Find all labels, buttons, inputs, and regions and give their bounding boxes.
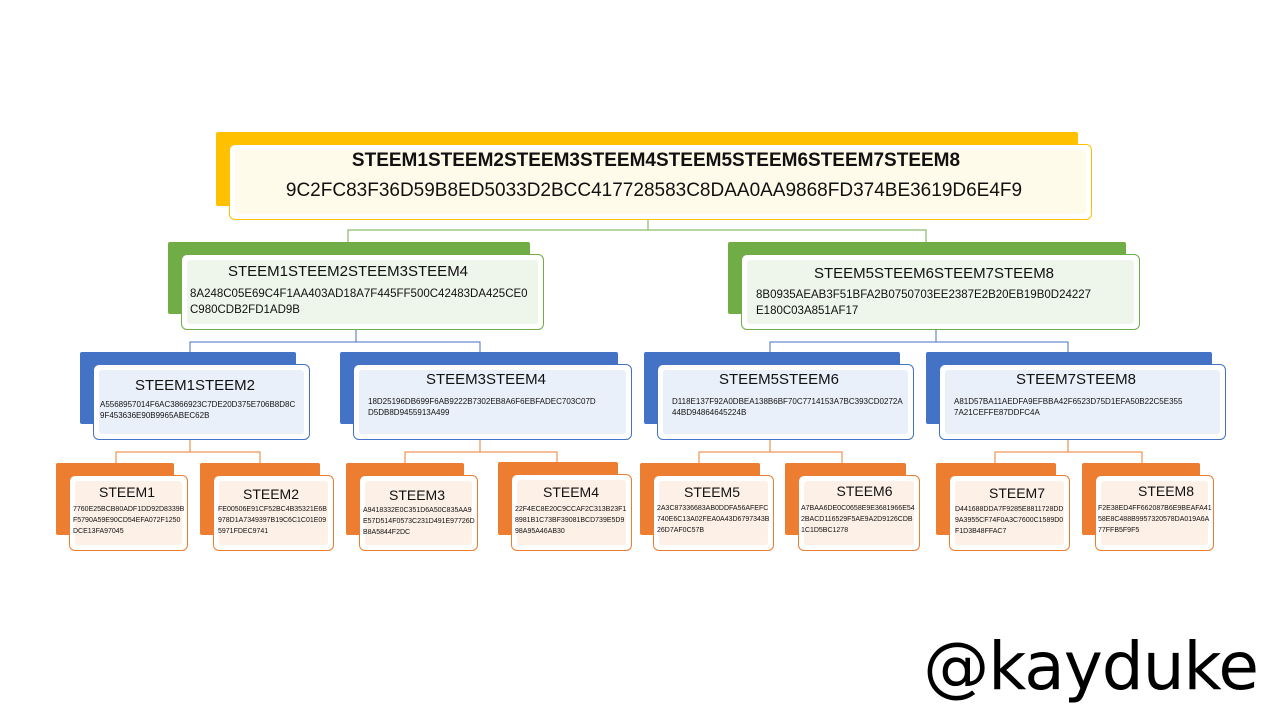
level2-title-3: STEEM5STEEM6 [718,371,840,388]
leaf-hash-3: A9418332E0C351D6A50C835AA9E57D514F0573C2… [363,507,475,536]
leaf-node-1: STEEM1 7760E25BCB80ADF1DD92D8339BF5790A5… [56,463,188,551]
level1-hash-right: 8B0935AEAB3F51BFA2B0750703EE2387E2B20EB1… [756,289,1092,317]
leaf-node-8: STEEM8 F2E38ED4FF662087B6E9BEAFA4158E8C4… [1082,463,1214,551]
level1-title-right: STEEM5STEEM6STEEM7STEEM8 [813,265,1055,282]
level2-node-3: STEEM5STEEM6 D118E137F92A0DBEA138B6BF70C… [644,352,914,440]
leaf-hash-2: FE00506E91CF52BC4B35321E6B978D1A7349397B… [218,506,327,535]
leaf-node-2: STEEM2 FE00506E91CF52BC4B35321E6B978D1A7… [200,463,334,551]
root-card [229,144,1092,220]
leaf-node-7: STEEM7 D441688DDA7F9285E8811728DD9A3955C… [936,463,1070,551]
level2-title-4: STEEM7STEEM8 [1015,371,1137,388]
leaf-title-6: STEEM6 [836,483,893,499]
leaf-hash-6: A7BAA6DE0C0658E9E3681966E542BACD116529F5… [801,505,915,534]
leaf-title-5: STEEM5 [683,484,740,500]
leaf-title-1: STEEM1 [98,484,155,500]
level2-title-2: STEEM3STEEM4 [425,371,547,388]
root-title: STEEM1STEEM2STEEM3STEEM4STEEM5STEEM6STEE… [351,150,961,171]
leaf-hash-8: F2E38ED4FF662087B6E9BEAFA4158E8C488B9957… [1098,505,1212,534]
level2-hash-2: 18D25196DB699F6AB9222B7302EB8A6F6EBFADEC… [368,397,596,417]
leaf-node-4: STEEM4 22F4EC8E20C9CCAF2C313B23F18981B1C… [498,462,632,551]
leaf-hash-1: 7760E25BCB80ADF1DD92D8339BF5790A59E90CD5… [73,506,185,535]
leaf-title-7: STEEM7 [988,485,1045,501]
leaf-hash-7: D441688DDA7F9285E8811728DD9A3955CF74F0A3… [955,506,1064,535]
leaf-node-3: STEEM3 A9418332E0C351D6A50C835AA9E57D514… [346,463,478,551]
level2-node-2: STEEM3STEEM4 18D25196DB699F6AB9222B7302E… [340,352,632,440]
level2-hash-4: A81D57BA11AEDFA9EFBBA42F6523D75D1EFA50B2… [954,397,1183,417]
leaf-node-6: STEEM6 A7BAA6DE0C0658E9E3681966E542BACD1… [785,463,920,551]
root-hash: 9C2FC83F36D59B8ED5033D2BCC417728583C8DAA… [285,180,1023,201]
leaf-title-4: STEEM4 [542,484,599,500]
level2-hash-3: D118E137F92A0DBEA138B6BF70C7714153A7BC39… [672,397,903,417]
level1-title-left: STEEM1STEEM2STEEM3STEEM4 [227,263,469,280]
author-watermark: @kayduke [923,628,1259,705]
root-node: STEEM1STEEM2STEEM3STEEM4STEEM5STEEM6STEE… [216,132,1092,222]
level2-node-4: STEEM7STEEM8 A81D57BA11AEDFA9EFBBA42F652… [926,352,1226,440]
level1-node-left: STEEM1STEEM2STEEM3STEEM4 8A248C05E69C4F1… [168,242,544,330]
leaf-title-2: STEEM2 [242,486,299,502]
level1-hash-left: 8A248C05E69C4F1AA403AD18A7F445FF500C4248… [190,288,528,316]
level1-node-right: STEEM5STEEM6STEEM7STEEM8 8B0935AEAB3F51B… [728,242,1140,330]
leaf-node-5: STEEM5 2A3C87336683AB0DDFA56AFEFC740E6C1… [640,463,774,551]
level2-node-1: STEEM1STEEM2 A5568957014F6AC3866923C7DE2… [80,352,310,440]
leaf-hash-5: 2A3C87336683AB0DDFA56AFEFC740E6C13A02FEA… [657,505,770,534]
leaf-title-8: STEEM8 [1137,483,1194,499]
leaf-title-3: STEEM3 [388,487,445,503]
leaf-hash-4: 22F4EC8E20C9CCAF2C313B23F18981B1C73BF390… [515,506,627,535]
level2-title-1: STEEM1STEEM2 [134,377,256,394]
level2-hash-1: A5568957014F6AC3866923C7DE20D375E706B8D8… [100,400,296,420]
